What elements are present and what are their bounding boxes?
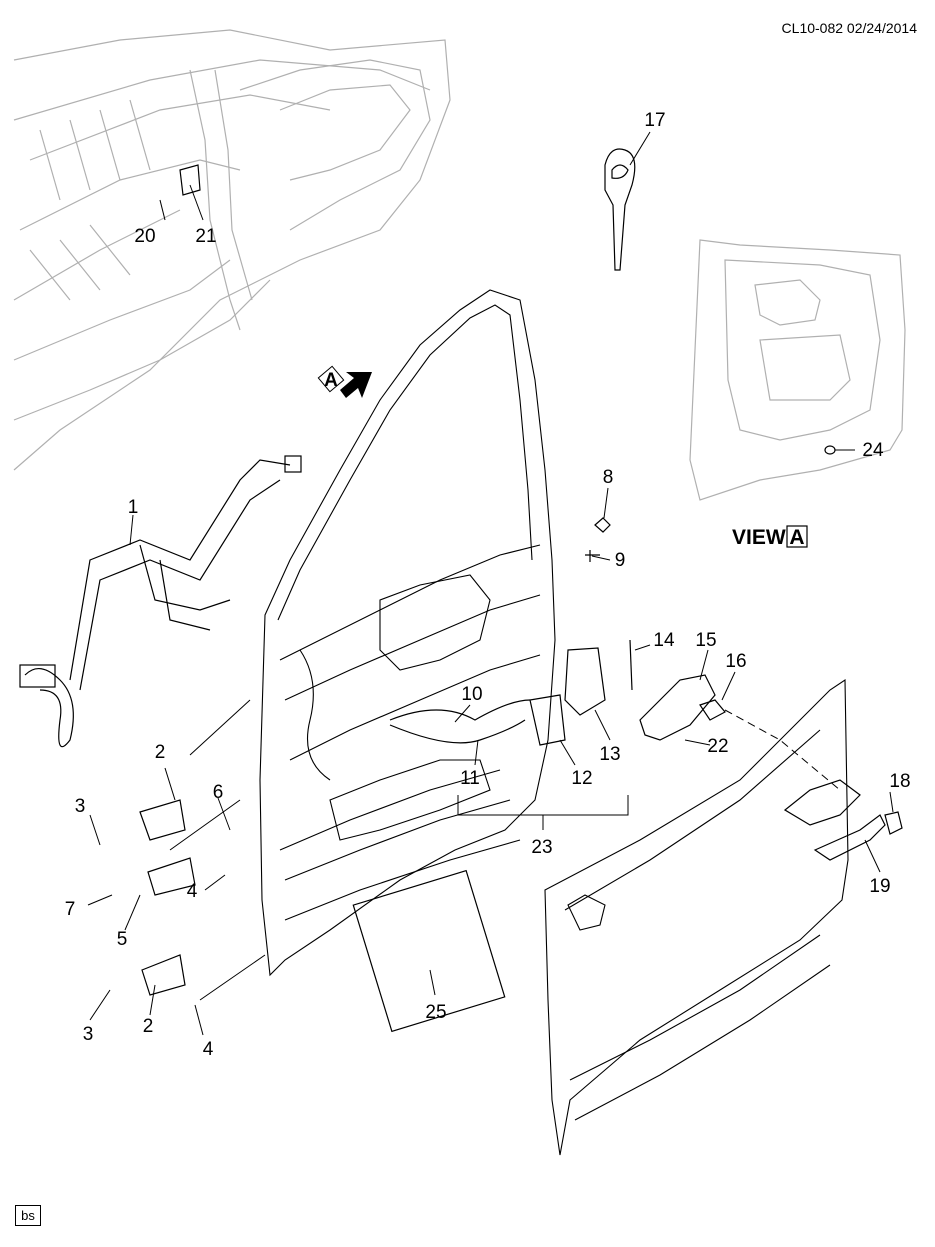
callout-17: 17 [644, 110, 665, 131]
footer-tag: bs [15, 1205, 41, 1226]
callout-7: 7 [65, 899, 76, 920]
callout-4-lower: 4 [203, 1039, 214, 1060]
callout-3-upper: 3 [75, 796, 86, 817]
callout-13: 13 [599, 744, 620, 765]
view-a-label: VIEW [732, 526, 786, 549]
callout-20: 20 [134, 226, 155, 247]
callout-14: 14 [653, 630, 675, 651]
callout-19: 19 [869, 876, 890, 897]
callout-15: 15 [695, 630, 716, 651]
callout-18: 18 [889, 771, 910, 792]
callout-25: 25 [425, 1002, 446, 1023]
view-a-letter: A [789, 526, 804, 549]
callout-6: 6 [213, 782, 224, 803]
body-shell-ghost [13, 29, 906, 501]
callout-5: 5 [117, 929, 128, 950]
parts-outlines [19, 148, 903, 1033]
callout-4-upper: 4 [187, 881, 198, 902]
callout-8: 8 [603, 467, 614, 488]
callout-22: 22 [707, 736, 728, 757]
leader-lines [87, 131, 894, 1036]
diagram-reference-code: CL10-082 02/24/2014 [781, 20, 917, 36]
callout-9: 9 [615, 550, 626, 571]
callout-12: 12 [571, 768, 592, 789]
callout-11: 11 [460, 768, 480, 789]
callout-10: 10 [461, 684, 482, 705]
callout-23: 23 [531, 837, 552, 858]
callout-2-upper-hinge: 2 [155, 742, 166, 763]
door-inner-panel [259, 289, 556, 977]
callout-3-lower: 3 [83, 1024, 94, 1045]
view-a-arrow-marker: A [317, 365, 345, 393]
callout-24: 24 [862, 440, 884, 461]
callout-2-lower-hinge: 2 [143, 1016, 154, 1037]
callout-21: 21 [195, 226, 216, 247]
view-a-letter-box [786, 525, 808, 548]
door-outer-panel [544, 678, 849, 1156]
callout-16: 16 [725, 651, 746, 672]
view-a-arrow-letter: A [324, 370, 338, 391]
callout-1: 1 [128, 497, 139, 518]
